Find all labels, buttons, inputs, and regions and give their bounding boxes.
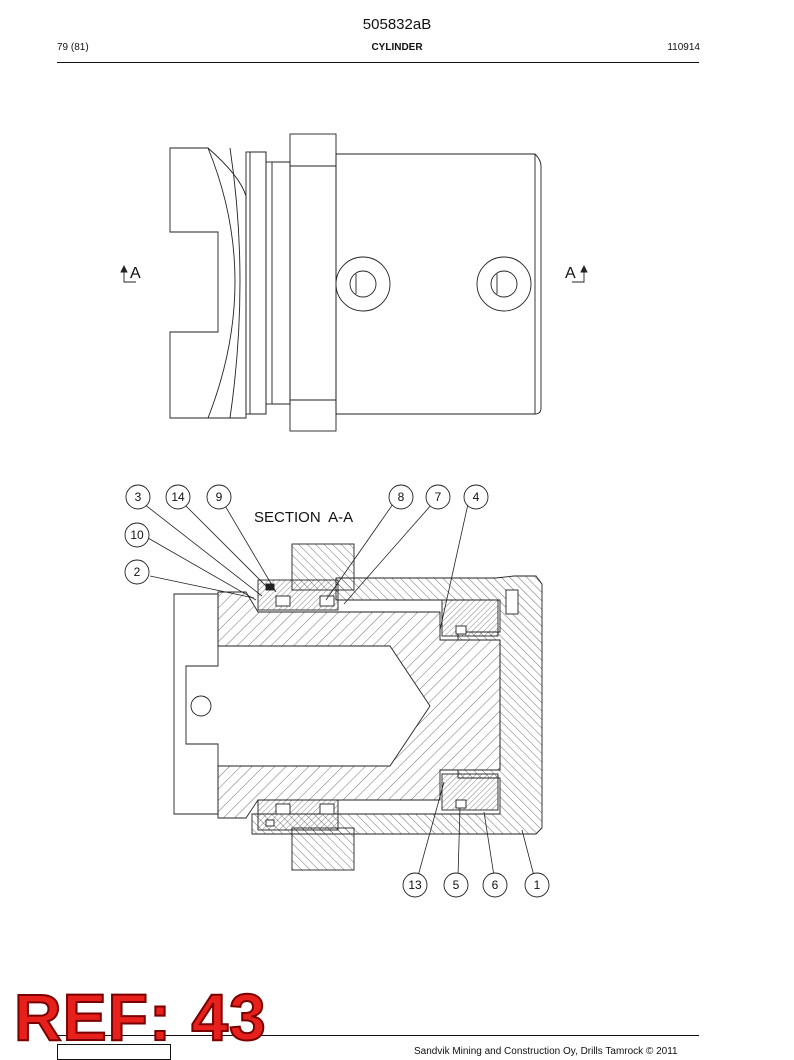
page-number: 79 (81) xyxy=(57,42,89,53)
callout-label-13: 13 xyxy=(408,878,422,892)
callout-label-1: 1 xyxy=(534,878,541,892)
callout-label-10: 10 xyxy=(130,528,144,542)
callout-balloons xyxy=(124,484,550,898)
document-id: 505832aB xyxy=(362,16,432,33)
callout-leaders xyxy=(143,503,535,877)
callout-9 xyxy=(206,484,232,510)
section-marker-right: A xyxy=(565,265,576,282)
callout-label-7: 7 xyxy=(435,490,442,504)
top-view xyxy=(120,133,588,432)
footer-rule xyxy=(57,1035,699,1036)
callout-13 xyxy=(402,872,428,898)
callout-3 xyxy=(125,484,151,510)
callout-label-3: 3 xyxy=(135,490,142,504)
document-code: 110914 xyxy=(667,42,700,53)
callout-label-6: 6 xyxy=(492,878,499,892)
callout-14 xyxy=(165,484,191,510)
callout-5 xyxy=(443,872,469,898)
callout-label-14: 14 xyxy=(171,490,185,504)
callout-label-4: 4 xyxy=(473,490,480,504)
callout-10 xyxy=(124,522,150,548)
callout-6 xyxy=(482,872,508,898)
callout-label-8: 8 xyxy=(398,490,405,504)
callout-4 xyxy=(463,484,489,510)
document-title: CYLINDER xyxy=(371,42,423,53)
reference-stamp: REF: 43 xyxy=(13,980,267,1054)
callout-7 xyxy=(425,484,451,510)
section-view xyxy=(173,543,543,871)
callout-label-9: 9 xyxy=(216,490,223,504)
callout-2 xyxy=(124,559,150,585)
header-rule xyxy=(57,62,699,63)
section-title: SECTION A-A xyxy=(254,509,353,526)
section-marker-left: A xyxy=(130,265,141,282)
callout-8 xyxy=(388,484,414,510)
callout-label-2: 2 xyxy=(134,565,141,579)
copyright-footer: Sandvik Mining and Construction Oy, Dril… xyxy=(414,1046,678,1057)
callout-label-5: 5 xyxy=(453,878,460,892)
callout-1 xyxy=(524,872,550,898)
